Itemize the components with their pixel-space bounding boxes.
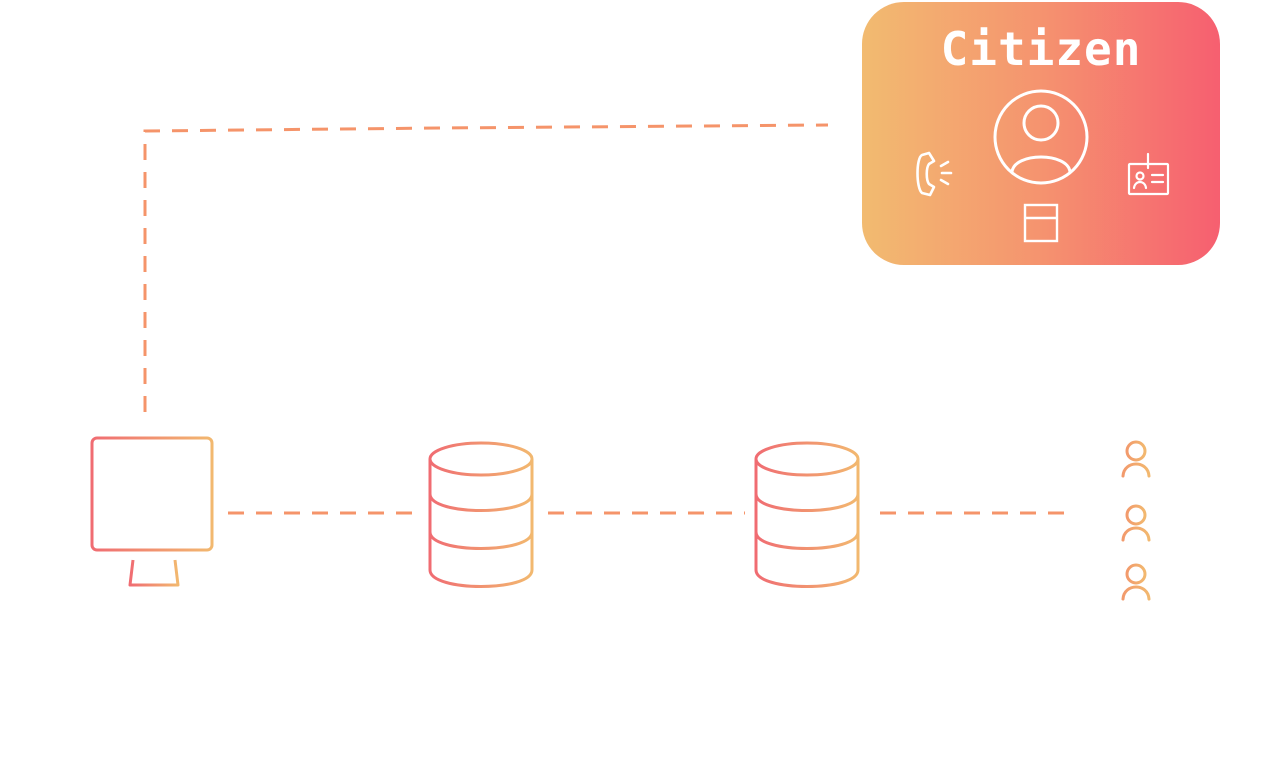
phone-icon: [916, 151, 953, 197]
citizen-card: Citizen: [862, 2, 1220, 265]
user-circle-icon: [993, 89, 1089, 185]
user-icon-2: [1121, 504, 1151, 542]
database-icon-2: [754, 441, 860, 588]
id-badge-icon: [1127, 152, 1170, 196]
users-group: [1121, 440, 1151, 601]
connector-monitor-to-citizen: [143, 123, 829, 412]
database-icon-1: [428, 441, 534, 588]
user-icon-3: [1121, 563, 1151, 601]
citizen-card-background: [862, 2, 1220, 265]
connectors: [143, 123, 1072, 515]
user-icon-1: [1121, 440, 1151, 478]
document-icon: [1023, 203, 1059, 243]
monitor-icon: [90, 436, 214, 587]
citizen-card-title: Citizen: [941, 22, 1142, 76]
